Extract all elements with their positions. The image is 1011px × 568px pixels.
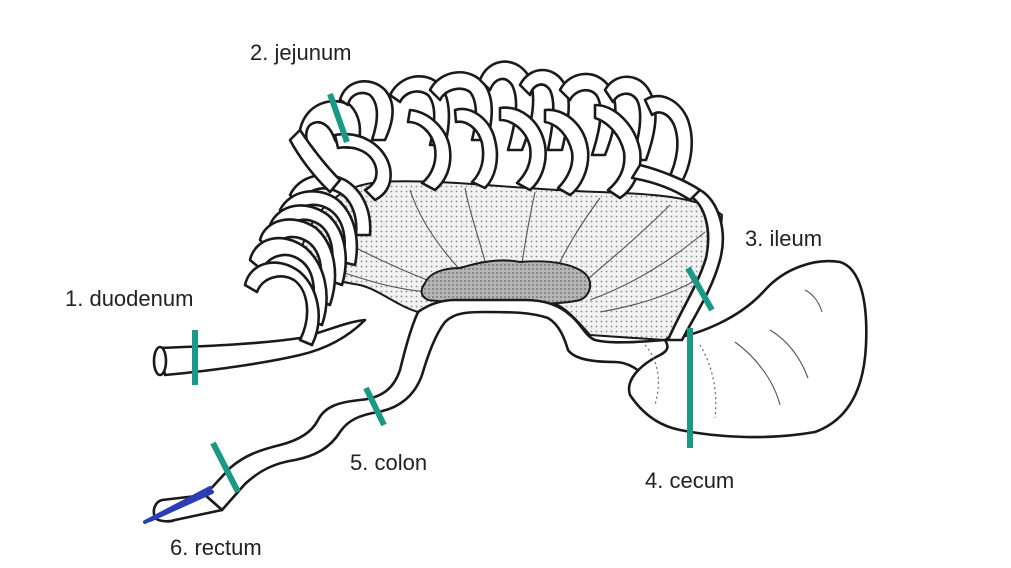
label-colon: 5. colon — [350, 452, 427, 474]
duodenum-opening — [154, 347, 166, 375]
label-cecum: 4. cecum — [645, 470, 734, 492]
duodenum-tube — [160, 320, 365, 375]
label-jejunum: 2. jejunum — [250, 42, 352, 64]
label-ileum: 3. ileum — [745, 228, 822, 250]
label-rectum: 6. rectum — [170, 537, 262, 559]
label-duodenum: 1. duodenum — [65, 288, 193, 310]
